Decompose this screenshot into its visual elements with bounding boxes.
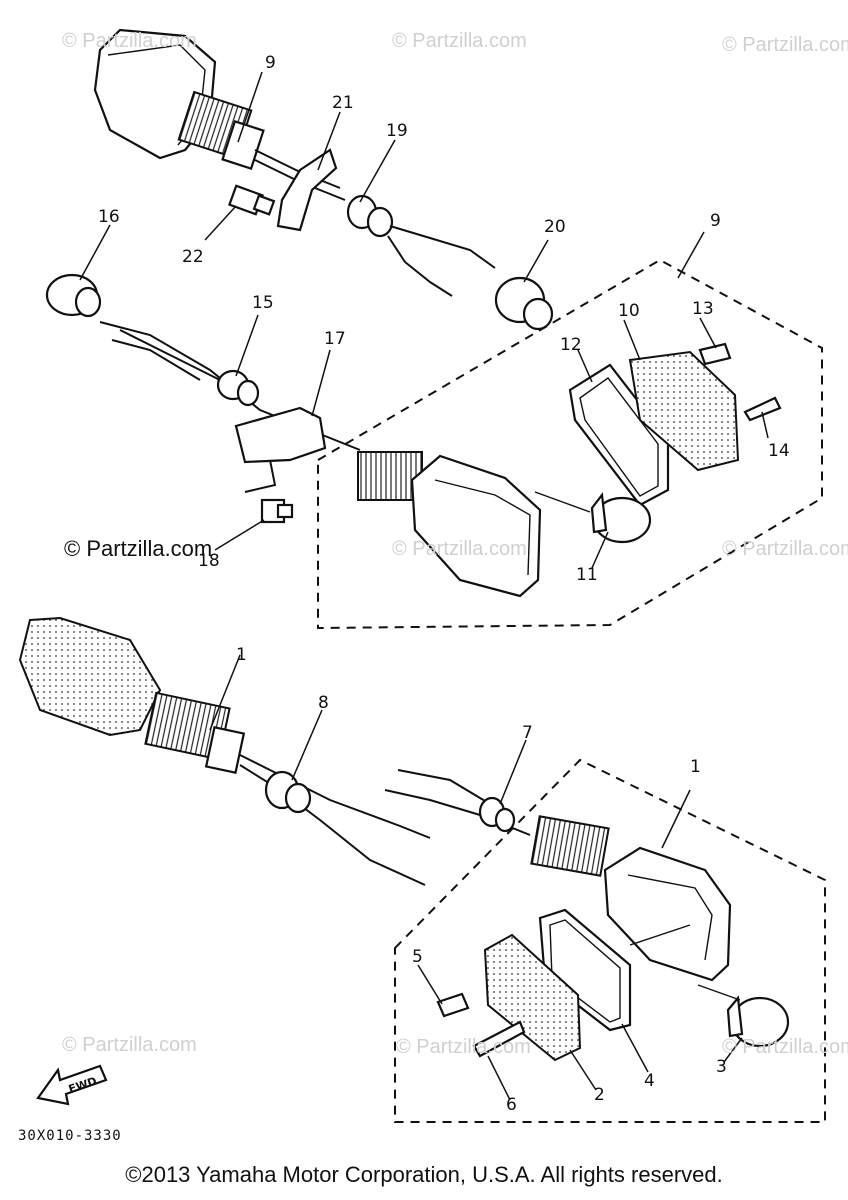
grommet-20	[494, 276, 554, 331]
lens-gasket-12	[568, 363, 670, 507]
callout-6: 6	[506, 1095, 517, 1115]
watermark: © Partzilla.com	[62, 1034, 197, 1056]
diagram-code: 30X010-3330	[18, 1128, 122, 1144]
callout-10: 10	[618, 301, 640, 321]
callout-1-left: 1	[236, 645, 247, 665]
callout-12: 12	[560, 335, 582, 355]
callout-7: 7	[522, 723, 533, 743]
callout-9-top: 9	[265, 53, 276, 73]
watermark: © Partzilla.com	[62, 30, 197, 52]
grommet-19	[346, 194, 394, 238]
leader-lines	[79, 71, 769, 1101]
screw-5	[436, 992, 470, 1018]
callout-17: 17	[324, 329, 346, 349]
callout-15: 15	[252, 293, 274, 313]
bulb-11	[590, 492, 652, 544]
callout-11: 11	[576, 565, 598, 585]
callout-21: 21	[332, 93, 354, 113]
callout-16: 16	[98, 207, 120, 227]
assembly-outline-1	[394, 758, 826, 1123]
grommet-8	[264, 770, 312, 814]
callout-14: 14	[768, 441, 790, 461]
callout-8: 8	[318, 693, 329, 713]
callout-22: 22	[182, 247, 204, 267]
bolt-22	[228, 184, 276, 216]
callout-3: 3	[716, 1057, 727, 1077]
callout-4: 4	[644, 1071, 655, 1091]
watermark: © Partzilla.com	[722, 538, 848, 560]
stay-17	[234, 406, 327, 464]
bolt-18	[260, 498, 294, 524]
grommet-15	[216, 369, 260, 407]
turn-signal-lower-left	[18, 616, 246, 774]
copyright-footer: ©2013 Yamaha Motor Corporation, U.S.A. A…	[125, 1162, 723, 1187]
lens-10	[628, 350, 740, 472]
watermark: © Partzilla.com	[722, 1036, 848, 1058]
callout-2: 2	[594, 1085, 605, 1105]
watermark: © Partzilla.com	[722, 34, 848, 56]
callout-5: 5	[412, 947, 423, 967]
screw-6	[472, 1020, 526, 1058]
screw-13	[698, 342, 732, 366]
watermark-dark: © Partzilla.com	[64, 536, 213, 561]
callout-9-box: 9	[710, 211, 721, 231]
screw-14	[743, 396, 782, 422]
cap-16	[45, 273, 102, 318]
callout-18: 18	[198, 551, 220, 571]
fwd-arrow: FWD	[36, 1064, 108, 1106]
bulb-3	[726, 995, 790, 1048]
grommet-7	[478, 796, 516, 833]
watermark: © Partzilla.com	[392, 30, 527, 52]
assembly-outline-9	[317, 258, 823, 630]
turn-signal-lower-right	[530, 815, 732, 982]
callout-20: 20	[544, 217, 566, 237]
turn-signal-right	[357, 451, 542, 598]
watermark: © Partzilla.com	[392, 538, 527, 560]
callout-1-right: 1	[690, 757, 701, 777]
stay-21	[276, 148, 338, 232]
callout-13: 13	[692, 299, 714, 319]
callout-19: 19	[386, 121, 408, 141]
lens-2	[483, 933, 582, 1062]
watermark: © Partzilla.com	[396, 1036, 531, 1058]
